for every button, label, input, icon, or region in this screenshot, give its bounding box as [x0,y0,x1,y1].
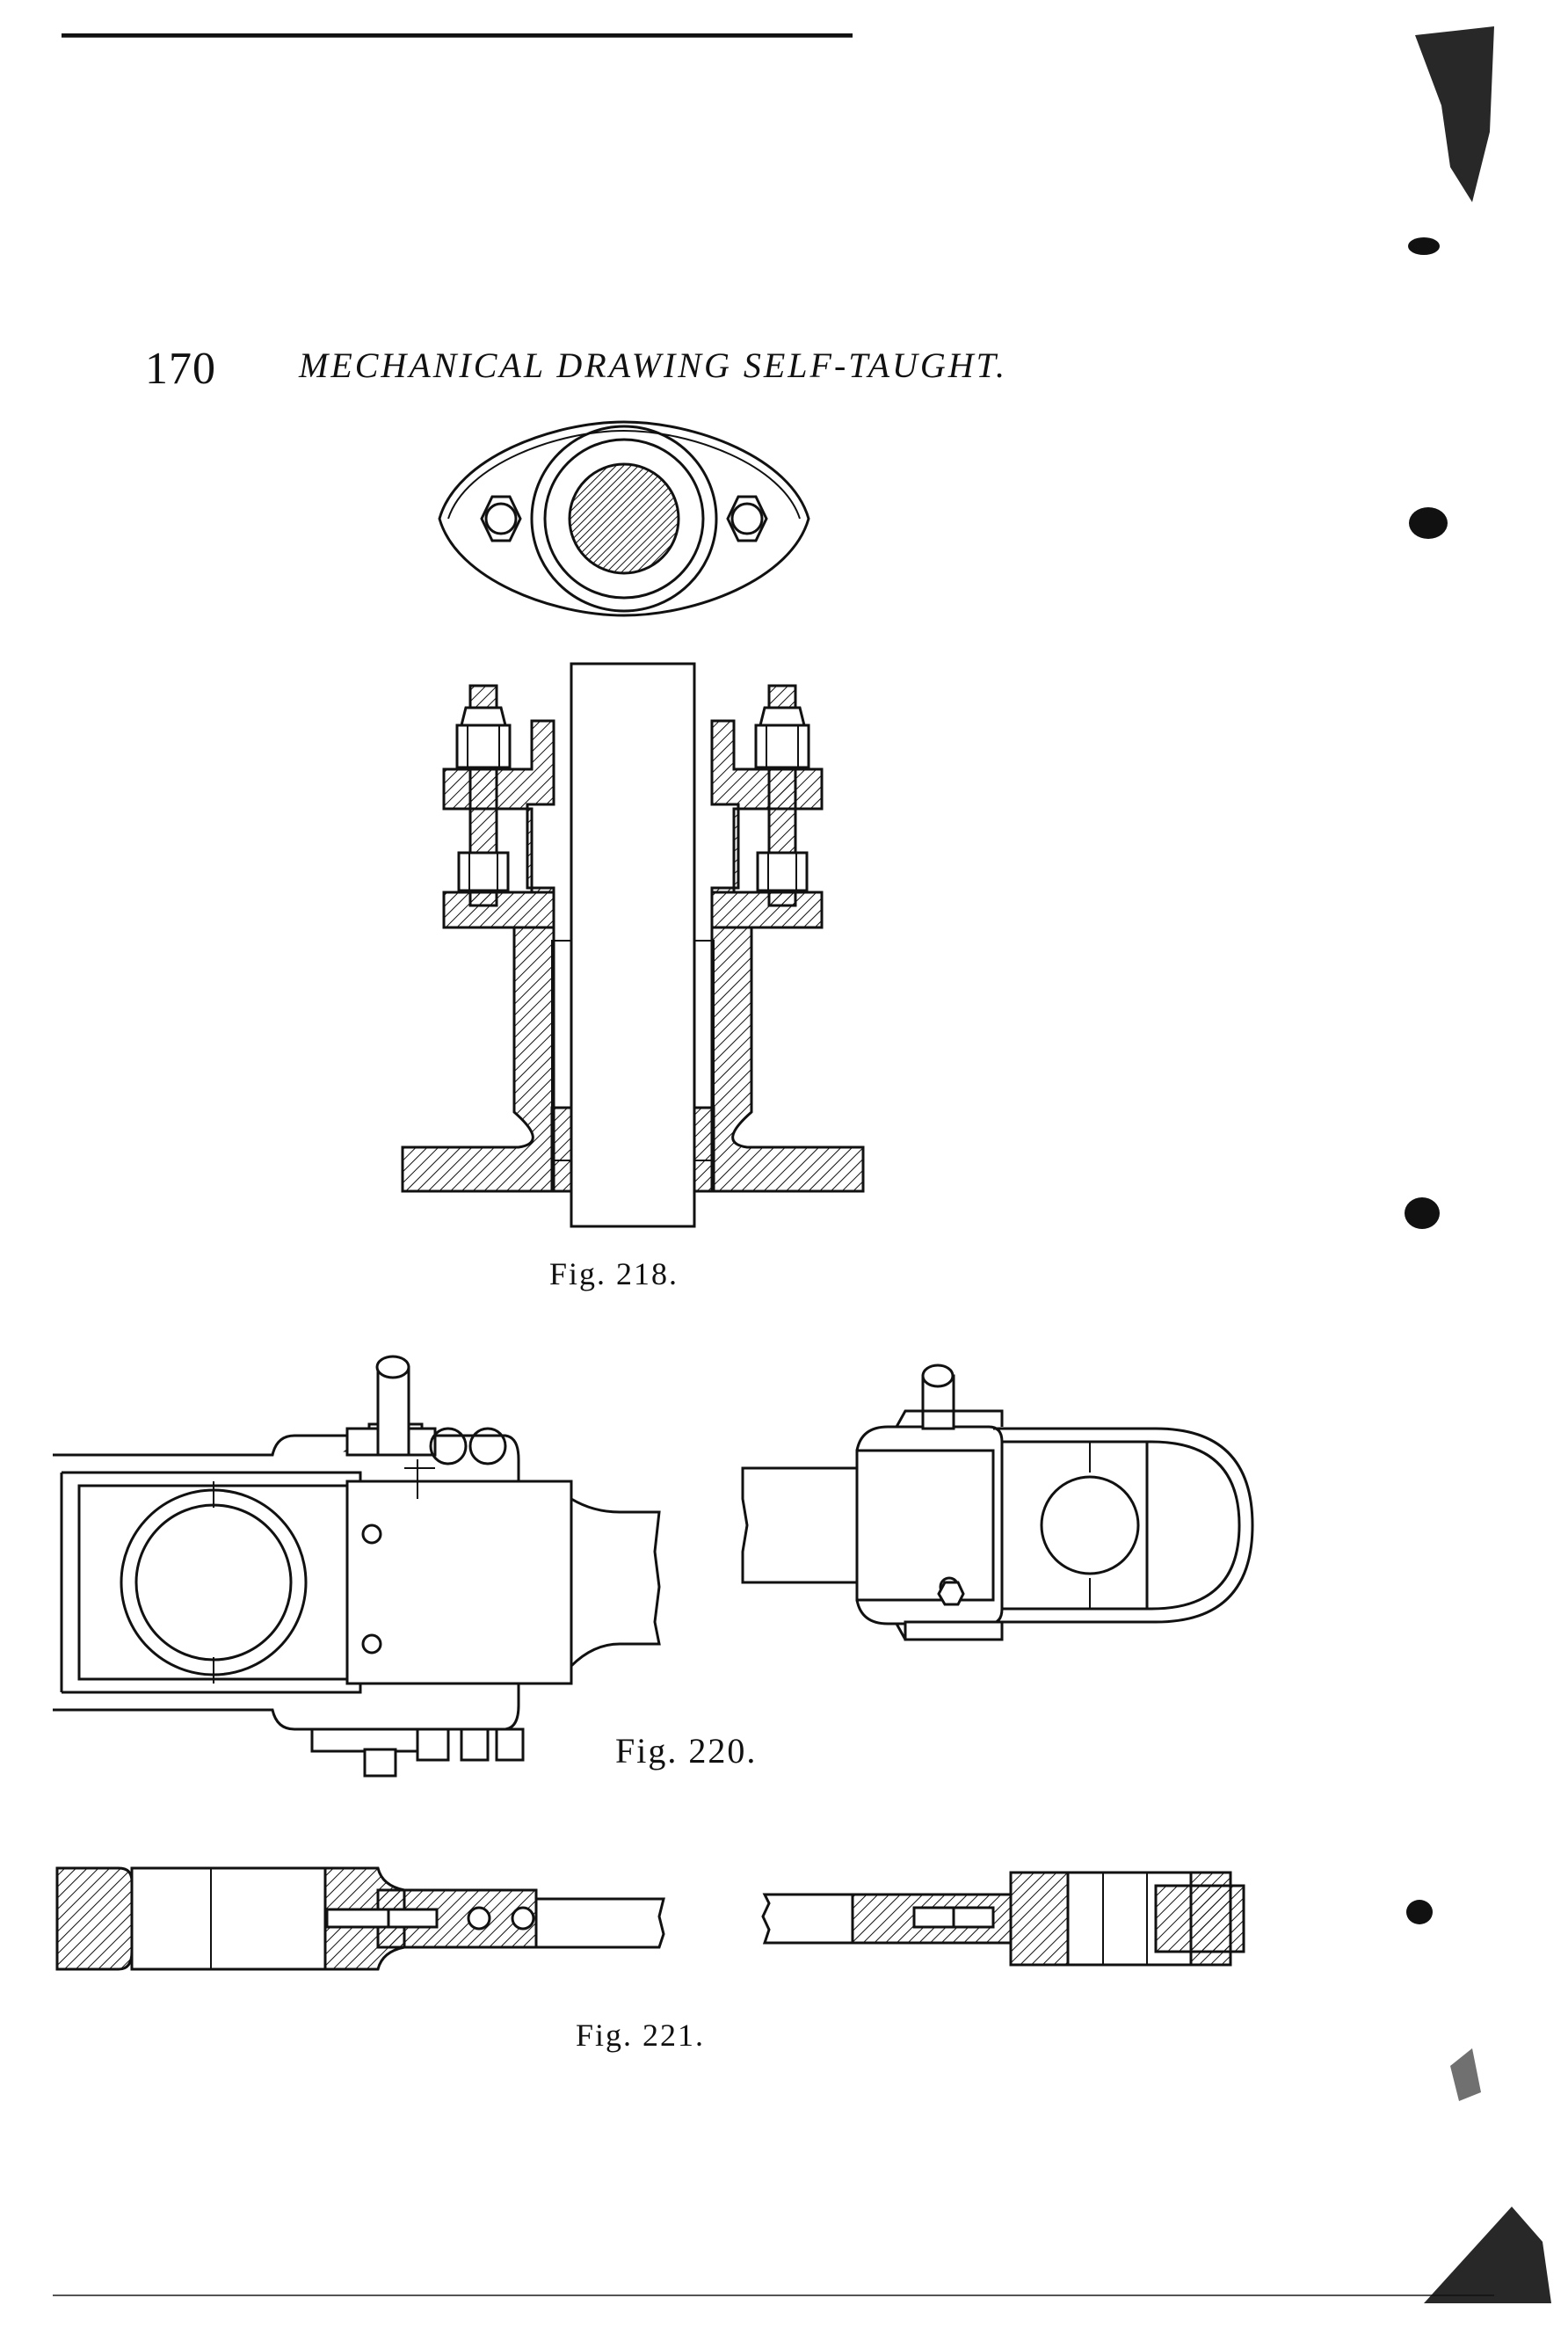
fig-218-plan-view [438,420,810,617]
nut-upper-right-icon [754,706,810,769]
bottom-rule [53,2294,1494,2296]
top-rule [62,33,853,38]
caption-fig-221: Fig. 221. [576,2018,706,2053]
fig-221-right-section [761,1871,1245,1967]
page-number: 170 [145,344,216,394]
bolt-nut-right-icon [726,495,768,542]
running-head: MECHANICAL DRAWING SELF-TAUGHT. [299,345,1007,385]
nut-upper-left-icon [455,706,512,769]
fig-220-right-view [741,1364,1254,1641]
fig-220-left-view [53,1355,661,1778]
scan-marks-decor [1405,26,1551,2303]
nut-lower-left-icon [457,851,510,892]
caption-fig-220: Fig. 220. [615,1731,758,1771]
bolt-nut-left-icon [480,495,522,542]
fig-218-section-view [401,662,865,1228]
caption-fig-218: Fig. 218. [549,1256,679,1291]
fig-221-left-section [55,1866,665,1971]
nut-lower-right-icon [756,851,809,892]
top-rule-shadow [62,37,853,38]
